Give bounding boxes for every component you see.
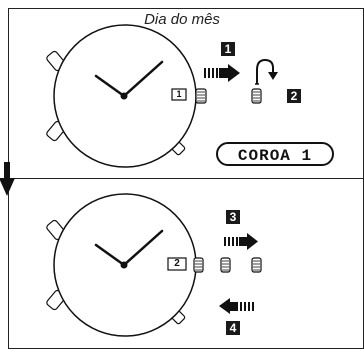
top-center-pin [120,92,128,100]
bottom-date-window [167,257,187,271]
top-push-arrow-icon [204,64,240,82]
bottom-crown-pos-2 [251,257,262,273]
top-rotate-arrow-icon [255,58,278,85]
bottom-date-value: 2 [174,258,180,269]
bottom-crown-pos-0 [193,257,204,273]
crown-position-label: COROA 1 [216,142,334,166]
bottom-push-arrow-icon [224,233,258,250]
step-2-label: 2 [287,89,301,103]
caption-day-of-month: Dia do mês [144,11,220,28]
bottom-pull-arrow-icon [219,298,254,314]
bottom-watch [46,193,262,337]
bottom-minute-hand [122,229,164,267]
bottom-crown-pos-1 [220,257,231,273]
top-minute-hand [122,60,164,98]
top-hour-hand [94,74,126,98]
top-watch [46,24,278,168]
bottom-hour-hand [94,243,126,267]
top-pulled-crown [251,88,262,104]
top-watch-crown [195,88,207,104]
step-1-label: 1 [221,42,235,56]
step-4-label: 4 [226,321,240,335]
step-3-label: 3 [226,210,240,224]
top-date-window [171,88,187,101]
bottom-center-pin [120,261,128,269]
section-down-arrow-icon [0,162,15,196]
top-date-value: 1 [176,89,182,99]
